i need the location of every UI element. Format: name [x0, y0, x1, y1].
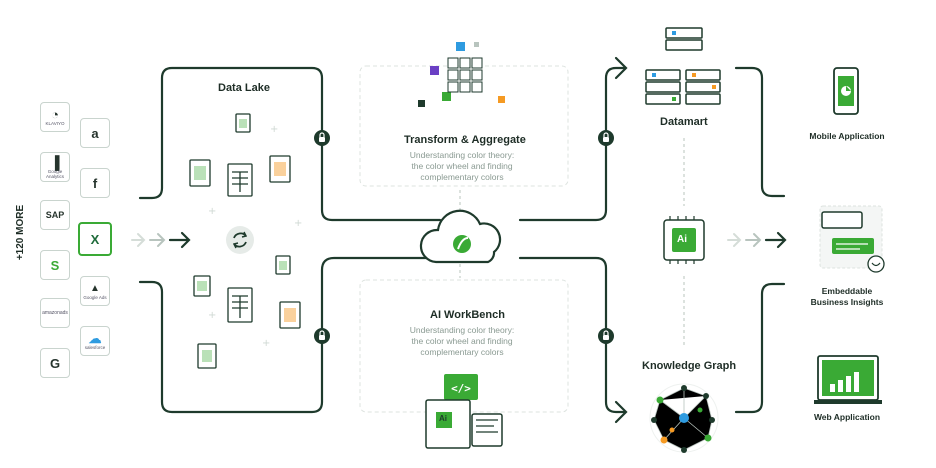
sap-icon: SAP [45, 209, 65, 220]
spreadsheet-icon [279, 301, 301, 329]
klaviyo-source[interactable]: ◔ KLAVIYO [40, 102, 70, 132]
google-icon: G [49, 355, 61, 371]
salesforce-icon: ☁ [88, 331, 102, 346]
output-arrow-2 [745, 233, 762, 247]
workbench-ai-label: Ai [439, 414, 447, 423]
excel-icon: X [90, 231, 100, 247]
spreadsheet-icon [189, 159, 211, 187]
google-analytics-source[interactable]: ▐ Google Analytics [40, 152, 70, 182]
cloud-icon [419, 209, 502, 264]
google-ads-source[interactable]: ▲ Google Ads [80, 276, 110, 306]
svg-text:+: + [208, 206, 216, 217]
web-app-label: Web Application [813, 412, 881, 422]
salesforce-source[interactable]: ☁ salesforce [80, 326, 110, 356]
chat-insights-icon [819, 205, 885, 273]
output-arrow-3 [764, 231, 787, 249]
transform-title: Transform & Aggregate [404, 134, 526, 146]
mobile-phone-icon [833, 67, 859, 115]
mobile-app-label: Mobile Application [809, 131, 885, 141]
flow-source-to-lake-top [138, 66, 442, 222]
shopify-source[interactable]: S [40, 250, 70, 280]
ai-chip-label: Ai [677, 234, 687, 245]
facebook-source[interactable]: f [80, 168, 110, 198]
amazon-ads-source[interactable]: amazonads [40, 298, 70, 328]
amazon-source[interactable]: a [80, 118, 110, 148]
web-app-chart-icon [814, 355, 882, 404]
klaviyo-icon: ◔ [51, 107, 59, 122]
flow-source-to-lake-bottom [138, 256, 442, 414]
input-arrow-2 [149, 233, 166, 247]
arrowhead-graph [614, 400, 628, 424]
workbench-frame [359, 279, 569, 413]
aggregate-grid-icon [418, 42, 505, 107]
spreadsheet-icon [193, 275, 211, 297]
spreadsheet-icon [227, 287, 253, 323]
sap-source[interactable]: SAP [40, 200, 70, 230]
svg-text:</>: </> [451, 382, 471, 395]
lock-icon [314, 130, 330, 146]
input-arrow-3 [168, 231, 191, 249]
shopify-icon: S [50, 257, 60, 273]
lock-icon [598, 328, 614, 344]
svg-text:+: + [262, 338, 270, 349]
svg-text:+: + [208, 310, 216, 321]
spreadsheet-icons [189, 113, 301, 369]
spreadsheet-icon [269, 155, 291, 183]
flow-datamart-to-outputs [734, 66, 786, 198]
knowledge-graph-icon [649, 383, 719, 453]
ai-workbench-description: Understanding color theory: the color wh… [409, 325, 515, 357]
lock-icon [598, 130, 614, 146]
knowledge-graph-title: Knowledge Graph [642, 360, 737, 372]
transform-description: Understanding color theory: the color wh… [409, 150, 515, 182]
svg-text:+: + [294, 218, 302, 229]
ai-workbench-title: AI WorkBench [430, 309, 505, 321]
excel-source[interactable]: X [78, 222, 112, 256]
sparkle-icons: + + + + + [208, 124, 302, 349]
embeddable-insights-label: Embeddable Business Insights [810, 286, 884, 307]
svg-text:+: + [270, 124, 278, 135]
input-arrow-1 [131, 233, 146, 247]
google-ads-icon: ▲ [90, 283, 100, 294]
flow-graph-to-outputs [734, 282, 786, 414]
amazon-icon: a [91, 125, 99, 141]
server-stack-icon [645, 27, 721, 105]
spreadsheet-icon [275, 255, 291, 275]
ai-workbench-icon: </> [425, 374, 503, 449]
google-source[interactable]: G [40, 348, 70, 378]
output-arrow-1 [727, 233, 742, 247]
ai-chip-icon [663, 216, 705, 264]
spreadsheet-icon [197, 343, 217, 369]
more-sources-label: +120 MORE [15, 204, 27, 260]
datamart-title: Datamart [660, 116, 708, 128]
lock-icon [314, 328, 330, 344]
google-analytics-icon: ▐ [50, 154, 60, 170]
spreadsheet-icon [235, 113, 251, 133]
sync-icon [226, 226, 254, 254]
facebook-icon: f [92, 175, 98, 191]
data-lake-title: Data Lake [218, 82, 270, 94]
spreadsheet-icon [227, 163, 253, 197]
arrowhead-datamart [614, 56, 628, 80]
